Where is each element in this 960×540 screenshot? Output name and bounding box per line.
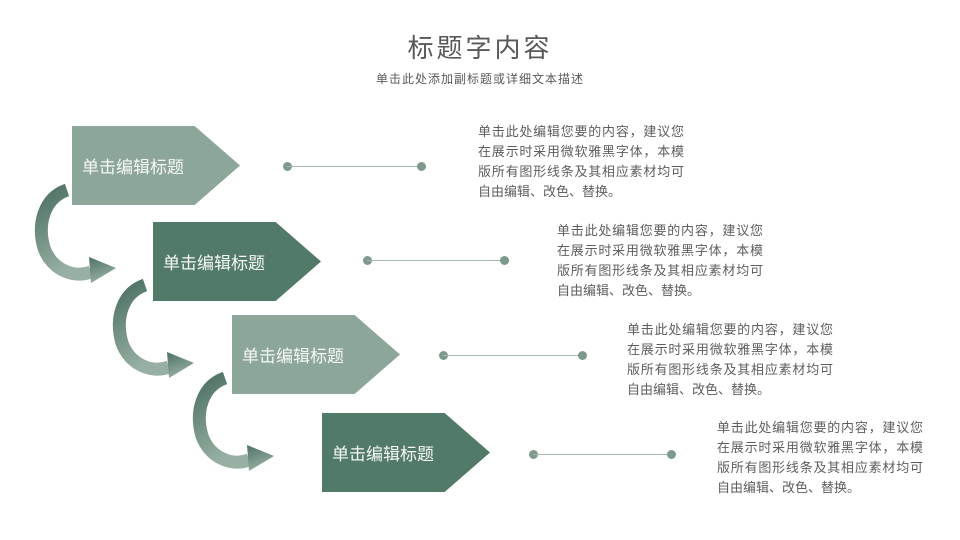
connector-dot: [667, 450, 676, 459]
step-description[interactable]: 单击此处编辑您要的内容，建议您在展示时采用微软雅黑字体，本模版所有图形线条及其相…: [627, 322, 833, 397]
step-arrow-shape[interactable]: 单击编辑标题: [72, 126, 240, 205]
connector-dot: [500, 256, 509, 265]
connector-dot: [417, 162, 426, 171]
connector-dot: [578, 351, 587, 360]
page-title[interactable]: 标题字内容: [407, 33, 553, 63]
step-label: 单击编辑标题: [82, 158, 184, 177]
step-label: 单击编辑标题: [163, 254, 265, 273]
step-description[interactable]: 单击此处编辑您要的内容，建议您在展示时采用微软雅黑字体，本模版所有图形线条及其相…: [478, 124, 684, 199]
step-label: 单击编辑标题: [242, 347, 344, 366]
connector-line: [439, 351, 587, 360]
connector-line: [529, 450, 676, 459]
step-arrow-shape[interactable]: 单击编辑标题: [153, 222, 321, 301]
connector-line: [283, 162, 426, 171]
step-description[interactable]: 单击此处编辑您要的内容，建议您在展示时采用微软雅黑字体，本模版所有图形线条及其相…: [717, 420, 923, 495]
connector-line: [363, 256, 509, 265]
step-arrow-shape[interactable]: 单击编辑标题: [322, 413, 490, 492]
step-arrow-shape[interactable]: 单击编辑标题: [232, 315, 400, 394]
step-label: 单击编辑标题: [332, 445, 434, 464]
step-description[interactable]: 单击此处编辑您要的内容，建议您在展示时采用微软雅黑字体，本模版所有图形线条及其相…: [557, 223, 763, 298]
page-subtitle[interactable]: 单击此处添加副标题或详细文本描述: [375, 72, 584, 86]
